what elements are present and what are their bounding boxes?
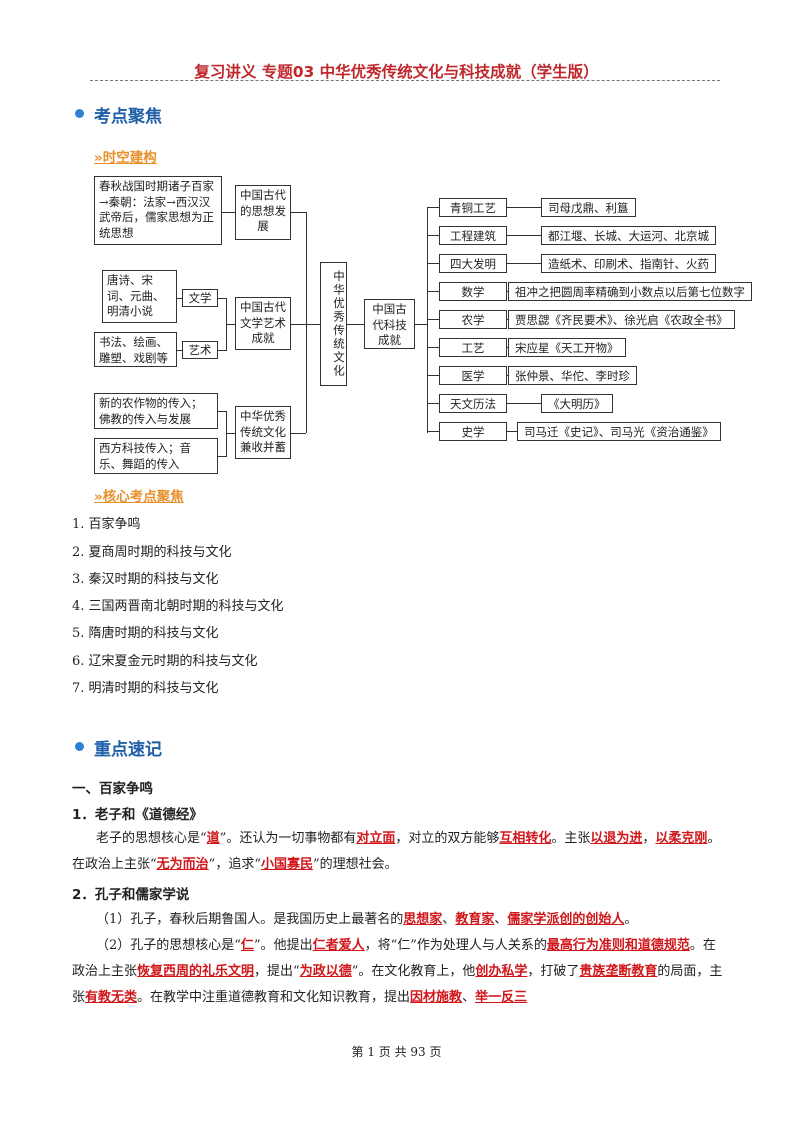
chevron-icon: »: [94, 489, 103, 505]
science-value: 贾思勰《齐民要术》、徐光启《农政全书》: [508, 310, 735, 329]
key-term: 创办私学: [475, 964, 528, 979]
text-run: 。主张: [551, 831, 591, 846]
text-run: ”。还认为一切事物都有: [219, 831, 357, 846]
text-run: 、: [442, 912, 456, 927]
subheading-timeline: »时空建构: [94, 150, 157, 166]
map-tag-literature: 文学: [182, 289, 218, 307]
subheading-core: »核心考点聚焦: [94, 489, 184, 505]
bullet-dot-icon: [75, 742, 84, 751]
map-tag-art: 艺术: [182, 341, 218, 359]
page-title: 复习讲义 专题03 中华优秀传统文化与科技成就（学生版）: [194, 63, 599, 81]
key-term: 儒家学派创的创始人: [507, 912, 625, 927]
title-divider: [90, 80, 720, 81]
text-run: 的局面，主张: [72, 964, 723, 1005]
text-run: 。在政治上主张“: [72, 831, 721, 872]
paragraph-confucius-1: （1）孔子，春秋后期鲁国人。是我国历史上最著名的思想家、教育家、儒家学派创的创始…: [72, 907, 724, 933]
key-term: 小国寡民: [260, 857, 313, 872]
key-term: 教育家: [455, 912, 495, 927]
key-term: 贵族垄断教育: [579, 964, 658, 979]
paragraph-laozi: 老子的思想核心是“道”。还认为一切事物都有对立面，对立的双方能够互相转化。主张以…: [72, 826, 724, 878]
science-category: 工程建筑: [439, 226, 507, 245]
text-run: 、: [462, 990, 476, 1005]
science-category: 数学: [439, 282, 507, 301]
bullet-dot-icon: [75, 109, 84, 118]
science-value: 都江堰、长城、大运河、北京城: [541, 226, 716, 245]
text-run: ，打破了: [527, 964, 580, 979]
page-footer: 第 1 页 共 93 页: [351, 1045, 442, 1059]
text-run: ”。他提出: [253, 938, 313, 953]
key-term: 仁者爱人: [312, 938, 365, 953]
text-run: ，提出“: [254, 964, 300, 979]
text-run: （2）孔子的思想核心是“: [96, 938, 241, 953]
science-category: 青铜工艺: [439, 198, 507, 217]
science-value: 司马迁《史记》、司马光《资治通鉴》: [517, 422, 721, 441]
chevron-icon: »: [94, 150, 103, 166]
key-term: 有教无类: [85, 990, 138, 1005]
list-item: 6. 辽宋夏金元时期的科技与文化: [72, 654, 258, 669]
science-value: 宋应星《天工开物》: [508, 338, 626, 357]
list-item: 4. 三国两晋南北朝时期的科技与文化: [72, 599, 284, 614]
section-heading-focus: 考点聚焦: [94, 107, 162, 127]
text-run: 、: [494, 912, 508, 927]
key-term: 以柔克刚: [655, 831, 708, 846]
text-run: ”。在文化教育上，他: [351, 964, 476, 979]
item-heading-laozi: 1．老子和《道德经》: [72, 807, 203, 823]
science-value: 《大明历》: [541, 394, 613, 413]
map-box-literature-art: 中国古代文学艺术成就: [235, 297, 291, 350]
text-run: ，将“仁”作为处理人与人关系的: [364, 938, 547, 953]
list-item: 3. 秦汉时期的科技与文化: [72, 572, 219, 587]
text-run: （1）孔子，春秋后期鲁国人。是我国历史上最著名的: [96, 912, 404, 927]
map-box-thought: 中国古代的思想发展: [235, 185, 291, 240]
science-category: 四大发明: [439, 254, 507, 273]
map-box-center: 中华优秀传统文化: [320, 262, 347, 386]
science-value: 司母戊鼎、利簋: [541, 198, 636, 217]
list-item: 5. 隋唐时期的科技与文化: [72, 626, 219, 641]
science-value: 张仲景、华佗、李时珍: [508, 366, 637, 385]
science-category: 天文历法: [439, 394, 507, 413]
science-category: 史学: [439, 422, 507, 441]
part-heading: 一、百家争鸣: [72, 781, 153, 797]
map-box-literature-detail: 唐诗、宋词、元曲、明清小说: [102, 270, 177, 323]
text-run: 老子的思想核心是“: [96, 831, 207, 846]
list-item: 7. 明清时期的科技与文化: [72, 681, 219, 696]
map-box-thought-detail: 春秋战国时期诸子百家→秦朝：法家→西汉汉武帝后，儒家思想为正统思想: [94, 176, 222, 245]
map-box-inclusive: 中华优秀传统文化兼收并蓄: [235, 406, 291, 459]
key-term: 以退为进: [590, 831, 643, 846]
science-category: 工艺: [439, 338, 507, 357]
key-term: 无为而治: [156, 857, 209, 872]
science-category: 农学: [439, 310, 507, 329]
map-box-science: 中国古代科技成就: [364, 299, 415, 349]
key-term: 仁: [240, 938, 254, 953]
key-term: 为政以德: [299, 964, 352, 979]
item-heading-confucius: 2．孔子和儒家学说: [72, 887, 190, 903]
text-run: ，对立的双方能够: [395, 831, 500, 846]
paragraph-confucius-2: （2）孔子的思想核心是“仁”。他提出仁者爱人，将“仁”作为处理人与人关系的最高行…: [72, 933, 724, 1011]
map-box-crops-detail: 新的农作物的传入；佛教的传入与发展: [94, 393, 218, 429]
key-term: 道: [206, 831, 220, 846]
key-term: 思想家: [403, 912, 443, 927]
list-item: 1. 百家争鸣: [72, 517, 141, 532]
key-term: 举一反三: [475, 990, 528, 1005]
map-box-art-detail: 书法、绘画、雕塑、戏剧等: [94, 332, 177, 367]
key-term: 最高行为准则和道德规范: [546, 938, 690, 953]
section-heading-summary: 重点速记: [94, 740, 162, 760]
text-run: ”，追求“: [208, 857, 261, 872]
science-value: 造纸术、印刷术、指南针、火药: [541, 254, 716, 273]
science-category: 医学: [439, 366, 507, 385]
text-run: 。在政治上主张: [72, 938, 716, 979]
key-term: 对立面: [356, 831, 396, 846]
key-term: 互相转化: [499, 831, 552, 846]
text-run: 。在教学中注重道德教育和文化知识教育，提出: [137, 990, 411, 1005]
key-term: 恢复西周的礼乐文明: [137, 964, 255, 979]
key-term: 因材施教: [410, 990, 463, 1005]
text-run: ，: [642, 831, 656, 846]
text-run: 。: [624, 912, 638, 927]
text-run: ”的理想社会。: [312, 857, 398, 872]
list-item: 2. 夏商周时期的科技与文化: [72, 545, 232, 560]
science-value: 祖冲之把圆周率精确到小数点以后第七位数字: [508, 282, 752, 301]
map-box-west-detail: 西方科技传入；音乐、舞蹈的传入: [94, 438, 218, 474]
